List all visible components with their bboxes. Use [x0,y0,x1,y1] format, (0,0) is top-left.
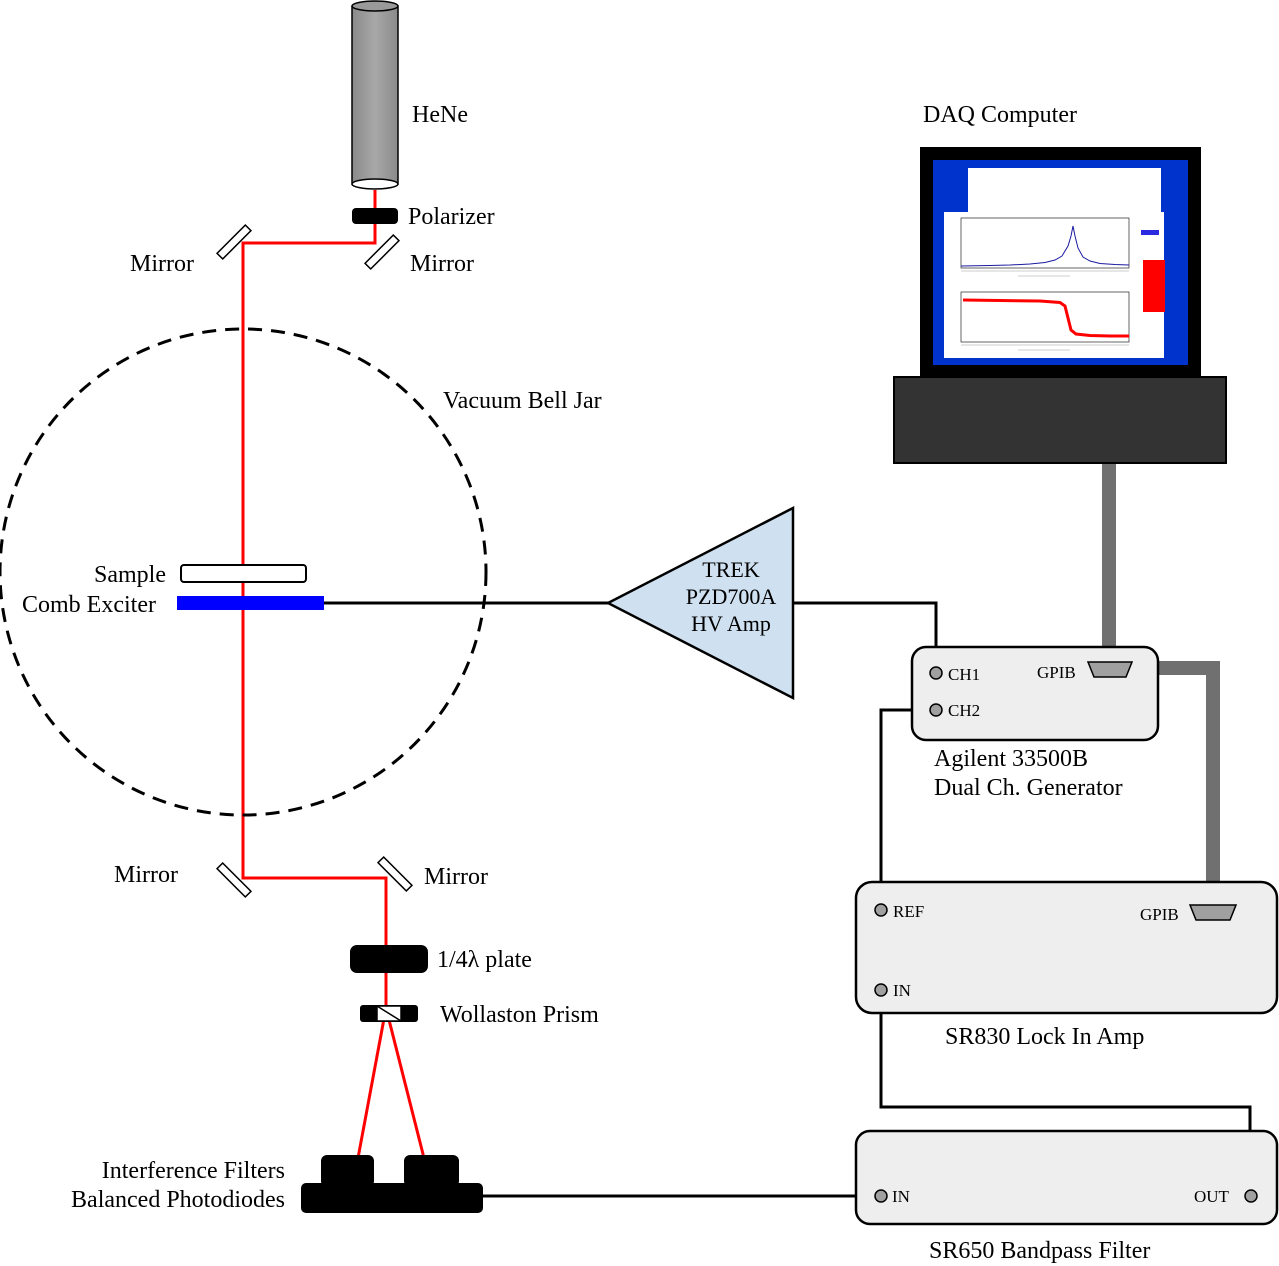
quarter-wave-label: 1/4λ plate [437,947,532,973]
laser-beam-path [241,190,426,1159]
mirror-bottom-right-label: Mirror [424,864,488,890]
trek-hv-amplifier [605,505,795,701]
sr650-bandpass-filter [854,1129,1279,1226]
lockin-gpib-label: GPIB [1140,905,1179,924]
phase-plot-trace [962,298,1129,338]
screen-plot-axis-ticks [961,270,1129,351]
vacuum-bell-jar [0,327,488,817]
computer-base [893,376,1227,464]
quarter-wave-plate [350,945,428,973]
gen-ch1-label: CH1 [948,665,980,684]
sample [180,564,307,583]
filter-in-label: IN [892,1187,910,1206]
daq-computer [893,147,1227,464]
gen-name-line2: Dual Ch. Generator [934,775,1123,801]
sr830-lock-in-amp [854,880,1279,1015]
mirror-top-right [363,233,401,271]
bell-jar-label: Vacuum Bell Jar [443,388,602,414]
lockin-in-port [874,983,888,997]
wollaston-label: Wollaston Prism [440,1002,599,1028]
gen-ch1-port [929,666,943,680]
screen-inset-red [1143,260,1165,312]
mirror-bottom-right [376,855,414,893]
comb-exciter-label: Comb Exciter [22,592,156,618]
amp-label-line2: PZD700A [686,584,777,609]
amplitude-plot-trace [960,225,1130,267]
hene-laser [351,0,399,190]
mirror-top-left-label: Mirror [130,251,194,277]
wollaston-prism [360,1005,418,1022]
lockin-gpib-port [1188,904,1238,921]
polarizer-label: Polarizer [408,204,495,230]
mirror-top-left [215,223,253,261]
lockin-name: SR830 Lock In Amp [945,1024,1144,1050]
mirror-bottom-left-label: Mirror [114,862,178,888]
phase-plot-frame [960,291,1130,343]
gen-gpib-port [1086,661,1134,678]
sample-label: Sample [94,562,166,588]
polarizer [352,208,398,224]
gen-ch2-label: CH2 [948,701,980,720]
photodiodes-label: Balanced Photodiodes [71,1187,285,1213]
amplitude-plot-frame [960,217,1130,269]
amp-label-line1: TREK [702,557,760,582]
lockin-ref-port [874,903,888,917]
mirror-top-right-label: Mirror [410,251,474,277]
filter-in-port [874,1189,888,1203]
lockin-in-label: IN [893,981,911,1000]
gen-name-line1: Agilent 33500B [934,746,1088,772]
daq-label: DAQ Computer [923,102,1077,128]
amp-label-line3: HV Amp [691,611,771,636]
agilent-generator [910,645,1160,742]
comb-exciter [177,596,324,610]
filter-out-label: OUT [1194,1187,1230,1206]
mirror-bottom-left [215,861,253,899]
gen-gpib-label: GPIB [1037,663,1076,682]
filters-label: Interference Filters [102,1158,285,1184]
lockin-ref-label: REF [893,902,924,921]
filter-out-port [1244,1189,1258,1203]
screen-plot-window-back [968,168,1161,216]
gen-ch2-port [929,703,943,717]
balanced-photodiodes [301,1155,483,1213]
filter-name: SR650 Bandpass Filter [929,1238,1150,1264]
hene-label: HeNe [412,102,468,128]
screen-plot-window-front [944,212,1164,358]
screen-inset-blue [1141,230,1159,235]
